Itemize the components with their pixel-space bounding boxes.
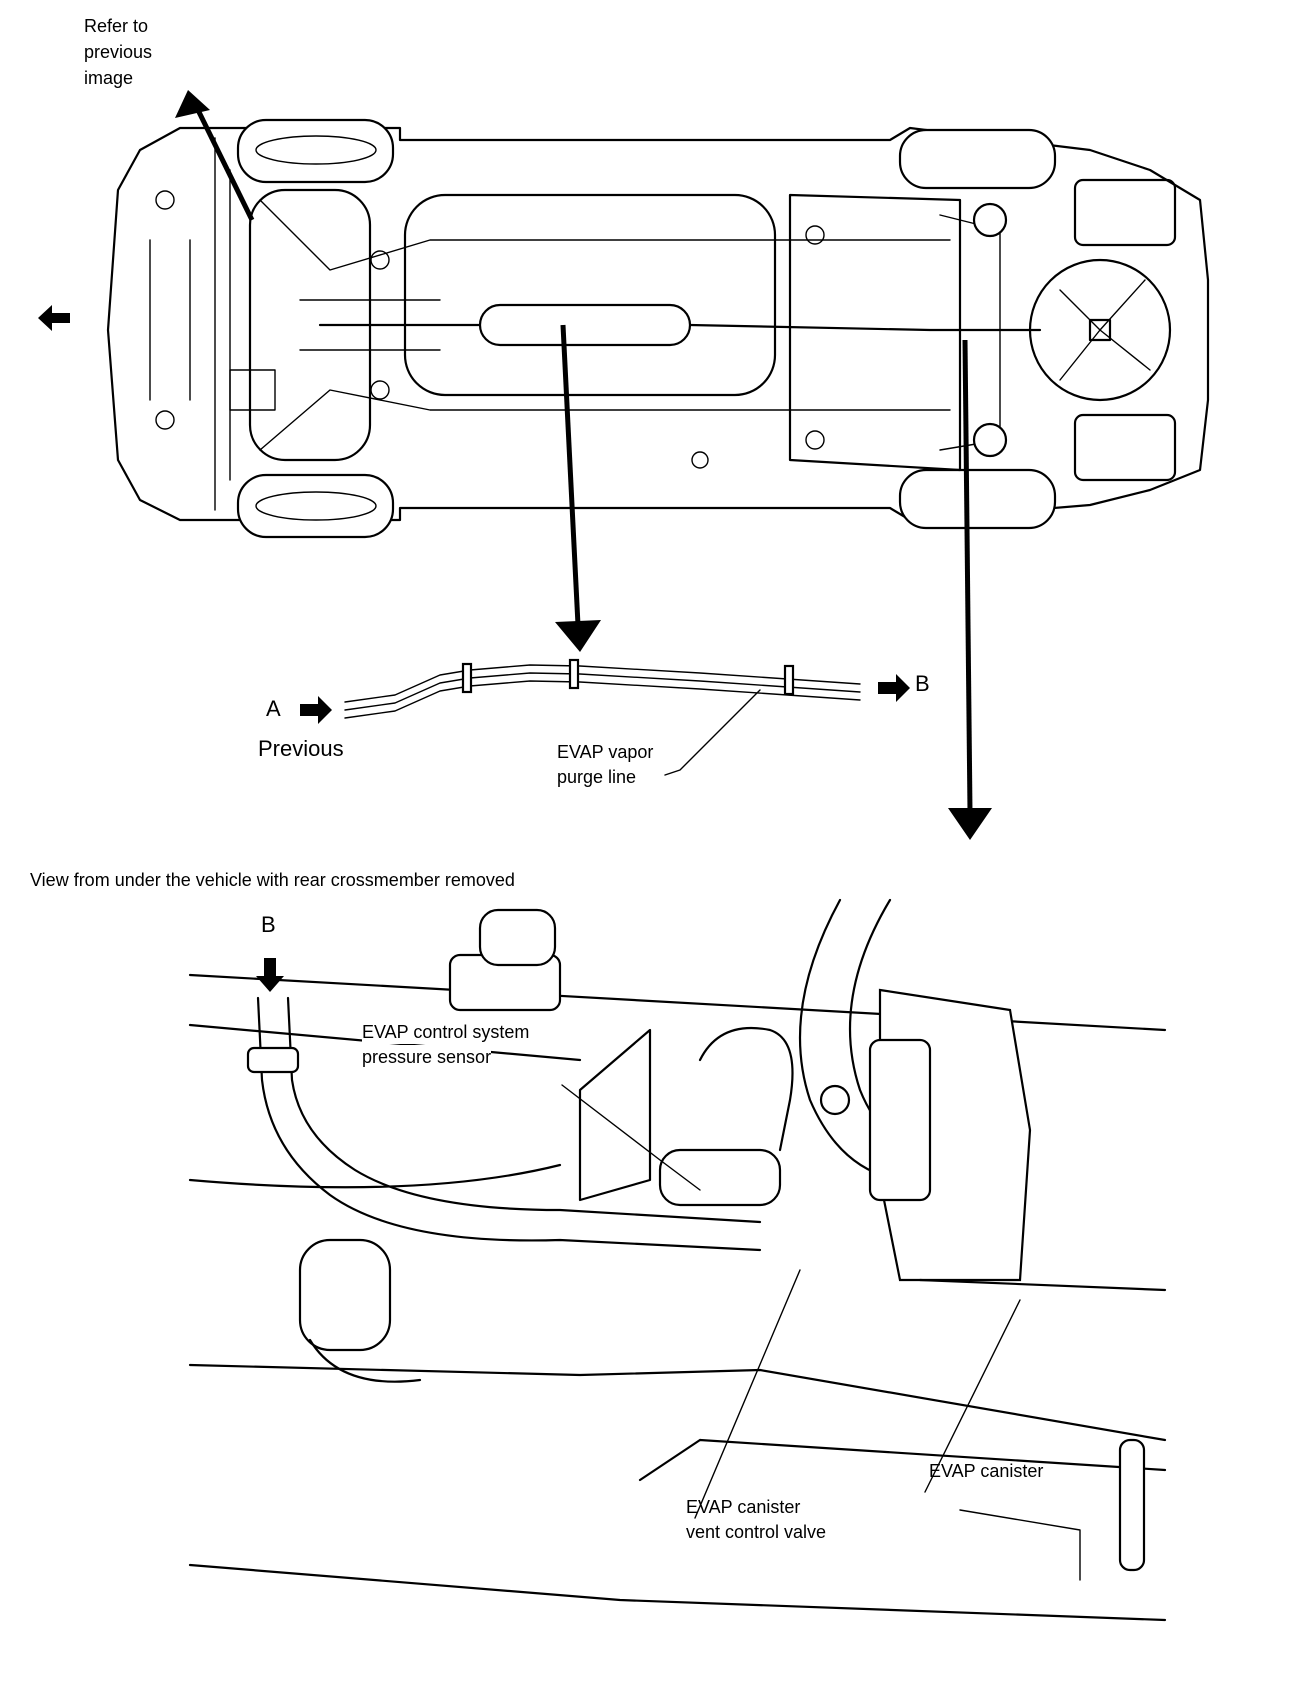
refer-label-line2: previous — [84, 42, 153, 62]
refer-label-line1: Refer to — [84, 16, 149, 36]
view-caption: View from under the vehicle with rear cr… — [30, 870, 515, 890]
evap-purge-line-label-line2: purge line — [557, 767, 637, 787]
refer-label-line3: image — [84, 68, 134, 88]
vent-valve-label-line2: vent control valve — [686, 1522, 827, 1542]
pressure-sensor-label-line2: pressure sensor — [362, 1045, 492, 1069]
vent-valve-label-line1: EVAP canister — [686, 1497, 801, 1517]
evap-purge-line-label-line1: EVAP vapor — [557, 742, 654, 762]
label-b-top: B — [261, 912, 276, 937]
label-a: A — [266, 696, 281, 721]
label-previous: Previous — [258, 736, 344, 761]
label-b-right: B — [915, 671, 930, 696]
evap-canister-label: EVAP canister — [929, 1461, 1044, 1481]
pressure-sensor-label-line1: EVAP control system — [362, 1020, 530, 1044]
